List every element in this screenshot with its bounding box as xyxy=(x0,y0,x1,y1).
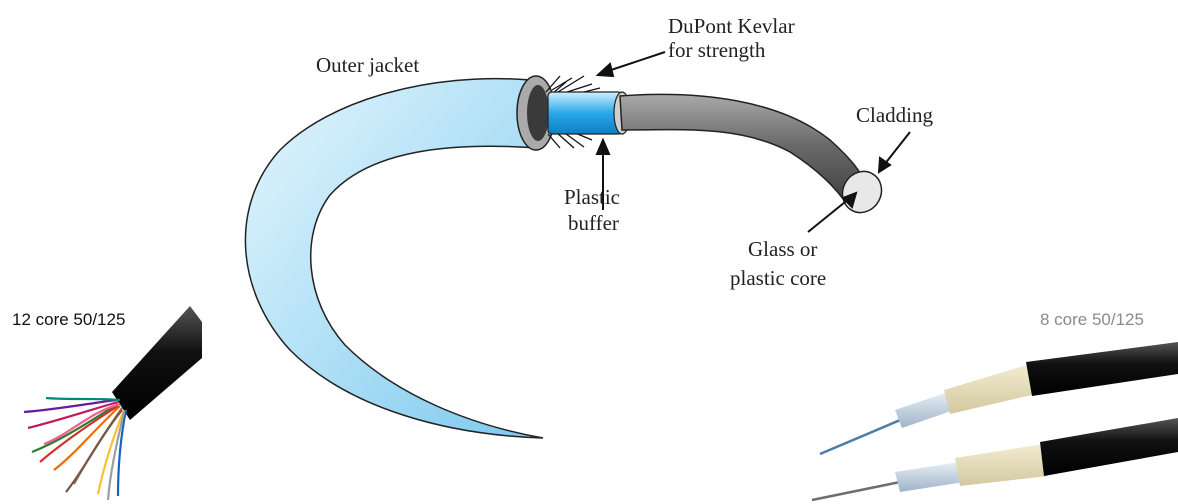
label-outer-jacket: Outer jacket xyxy=(316,53,419,77)
plastic-buffer-shape xyxy=(548,92,622,134)
caption-8-core: 8 core 50/125 xyxy=(1040,310,1144,329)
label-core-line1: Glass or xyxy=(748,237,817,261)
label-cladding: Cladding xyxy=(856,103,933,127)
label-kevlar-line1: DuPont Kevlar xyxy=(668,14,795,38)
cladding-shape xyxy=(620,94,866,206)
photo-8-core-cables xyxy=(812,342,1178,500)
label-buffer-line2: buffer xyxy=(568,211,619,235)
label-kevlar-line2: for strength xyxy=(668,38,766,62)
label-buffer-line1: Plastic xyxy=(564,185,620,209)
photo-12-core-cable xyxy=(24,306,202,500)
colored-fiber-bundle xyxy=(24,398,126,500)
jacket-end-inner xyxy=(527,85,549,141)
lower-fiber-cable xyxy=(812,418,1178,500)
outer-jacket-shape xyxy=(245,79,543,438)
caption-12-core: 12 core 50/125 xyxy=(12,310,125,329)
label-core-line2: plastic core xyxy=(730,266,826,290)
